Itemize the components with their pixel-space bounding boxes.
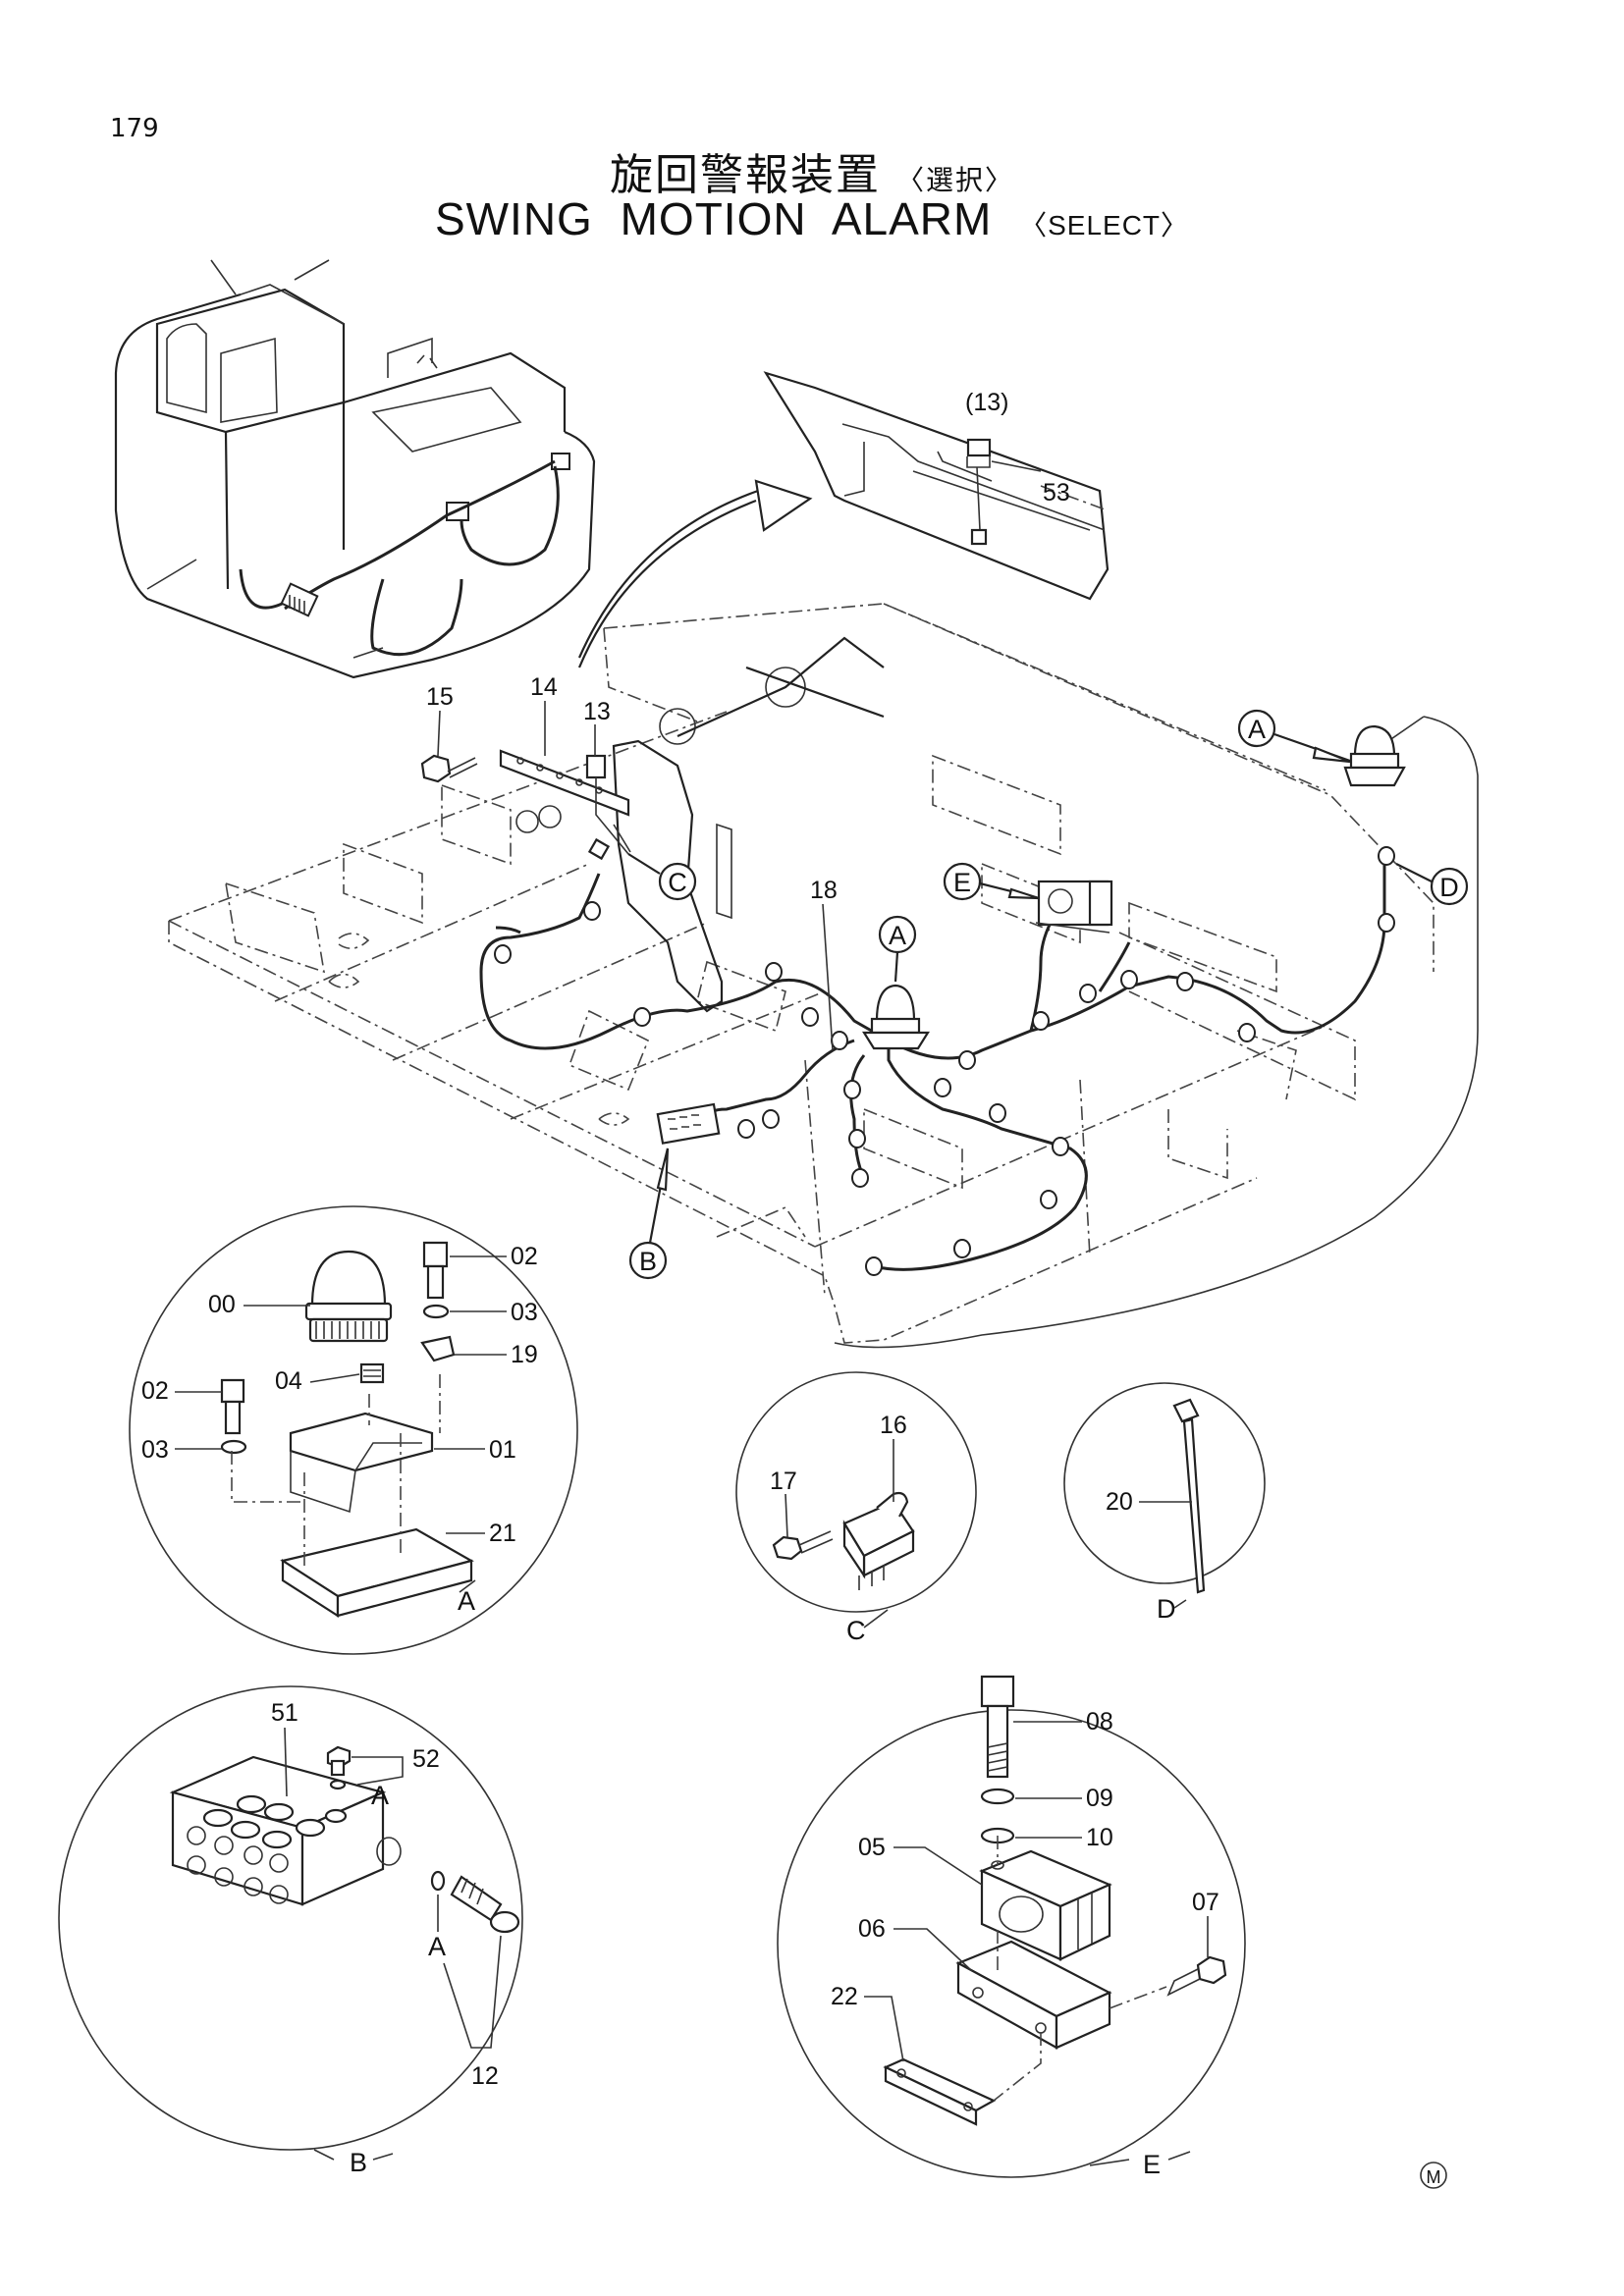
plate-22 <box>883 2057 997 2126</box>
washer-03-top <box>422 1304 450 1319</box>
callout-20: 20 <box>1106 1488 1133 1516</box>
arrow-head <box>754 479 813 532</box>
bracket-01 <box>289 1412 434 1514</box>
detail-e <box>777 1675 1246 2178</box>
cable-tie-20 <box>1172 1398 1206 1594</box>
detail-c-label: C <box>846 1616 866 1645</box>
detail-e-label: E <box>1143 2150 1161 2179</box>
title-japanese: 旋回警報装置 〈選択〉 <box>0 139 1624 202</box>
callout-18: 18 <box>810 877 838 904</box>
bolt-08 <box>980 1675 1015 1779</box>
svg-text:A: A <box>1248 715 1266 744</box>
clip-19 <box>420 1335 456 1362</box>
detail-b <box>58 1685 523 2151</box>
circle-a-main: A <box>878 915 917 983</box>
callout-01: 01 <box>489 1436 516 1464</box>
detail-a-label: A <box>458 1586 475 1616</box>
lamp-00 <box>304 1250 393 1343</box>
callout-16: 16 <box>880 1412 907 1439</box>
callout-19: 19 <box>511 1341 538 1368</box>
washer-03-left <box>220 1439 247 1455</box>
callout-03a: 03 <box>511 1299 538 1326</box>
callout-04: 04 <box>275 1367 302 1395</box>
detail-a <box>129 1205 578 1655</box>
detail-d <box>1063 1382 1266 1594</box>
callout-14: 14 <box>530 673 558 701</box>
console-detail <box>763 371 1110 601</box>
title-jp-select: 〈選択〉 <box>895 164 1014 196</box>
bolts-52 <box>326 1745 352 1790</box>
bracket-14 <box>499 749 630 817</box>
svg-text:C: C <box>668 868 687 897</box>
svg-text:A: A <box>889 921 906 950</box>
callout-06: 06 <box>858 1915 886 1943</box>
switch-05 <box>979 1849 1112 1961</box>
callout-13-paren: (13) <box>965 389 1008 416</box>
callout-15: 15 <box>426 683 454 711</box>
callout-00: 00 <box>208 1291 236 1318</box>
buzzer-small <box>280 582 319 617</box>
callout-07: 07 <box>1192 1889 1219 1916</box>
alarm-lamp-right <box>1343 724 1406 787</box>
manifold-block-51 <box>169 1755 402 1906</box>
upright-bracket <box>515 636 885 1013</box>
circle-d: D <box>1395 863 1469 906</box>
callout-21: 21 <box>489 1520 516 1547</box>
main-frame <box>168 603 1479 1349</box>
callout-17: 17 <box>770 1468 797 1495</box>
relay-16 <box>842 1491 915 1590</box>
svg-text:M: M <box>1427 2167 1441 2187</box>
manifold-b <box>656 1102 721 1145</box>
circle-c: C <box>627 853 697 901</box>
callout-52: 52 <box>412 1745 440 1773</box>
wire-harness <box>479 846 1395 1276</box>
callout-05: 05 <box>858 1834 886 1861</box>
callout-08: 08 <box>1086 1708 1113 1735</box>
svg-text:B: B <box>639 1247 657 1276</box>
callout-02b: 02 <box>141 1377 169 1405</box>
bolt-17 <box>772 1530 834 1561</box>
bolt-07 <box>1166 1955 1227 1997</box>
washer-09 <box>980 1788 1015 1805</box>
direction-arrow <box>577 499 757 668</box>
port-label-a1: A <box>371 1781 389 1810</box>
detail-b-label: B <box>350 2148 367 2177</box>
callout-03b: 03 <box>141 1436 169 1464</box>
grommet-04 <box>359 1362 385 1384</box>
detail-d-label: D <box>1157 1594 1176 1624</box>
callout-51: 51 <box>271 1699 298 1727</box>
alarm-lamp-center <box>862 984 930 1050</box>
bolt-02-left <box>220 1378 245 1435</box>
port-label-a2: A <box>428 1932 446 1961</box>
callout-12: 12 <box>471 2062 499 2090</box>
plate-21 <box>280 1527 474 1619</box>
relay-13 <box>585 754 631 861</box>
title-jp-text: 旋回警報装置 <box>609 150 881 200</box>
callout-10: 10 <box>1086 1824 1113 1851</box>
m-mark: M <box>1420 2162 1447 2189</box>
title-english: SWING MOTION ALARM 〈SELECT〉 <box>0 192 1624 245</box>
callout-09: 09 <box>1086 1785 1113 1812</box>
bolt-15 <box>420 754 478 783</box>
title-en-text: SWING MOTION ALARM <box>434 193 993 244</box>
page-number: 179 <box>110 114 159 143</box>
callout-02a: 02 <box>511 1243 538 1270</box>
bolt-02-top <box>422 1241 449 1300</box>
svg-text:E: E <box>953 868 971 897</box>
detail-c <box>735 1371 977 1613</box>
callout-13: 13 <box>583 698 611 725</box>
circle-a-right: A <box>1237 709 1351 764</box>
circle-b: B <box>628 1148 670 1280</box>
pressure-switch-e <box>1035 880 1113 934</box>
pressure-switch-12 <box>430 1870 520 1934</box>
svg-text:D: D <box>1439 873 1459 902</box>
bracket-06 <box>955 1940 1112 2050</box>
cab-inset <box>114 259 596 679</box>
circle-e: E <box>943 862 1040 901</box>
callout-22: 22 <box>831 1983 858 2010</box>
callout-53: 53 <box>1043 479 1070 507</box>
title-en-select: 〈SELECT〉 <box>1019 210 1190 240</box>
